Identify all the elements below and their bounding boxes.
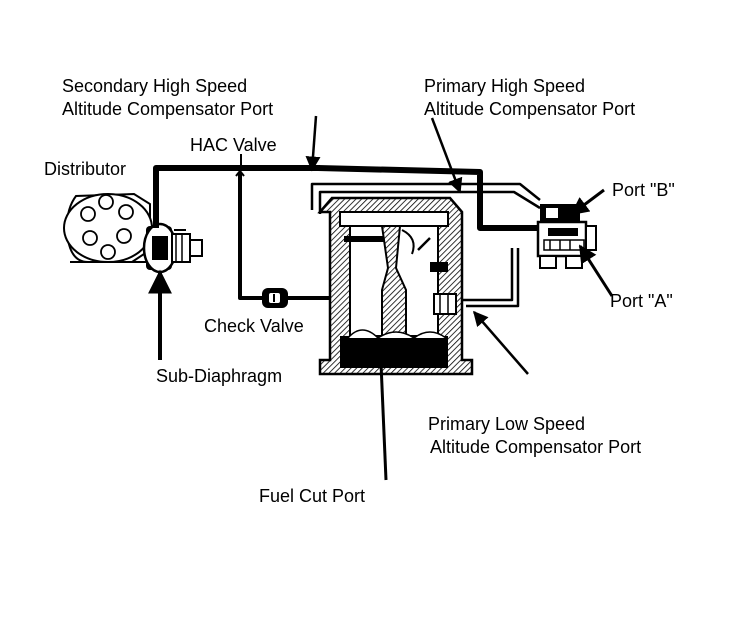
label-distributor: Distributor xyxy=(44,159,126,179)
primary-low-speed-fitting xyxy=(433,293,457,315)
label-fuel-cut-port: Fuel Cut Port xyxy=(259,486,365,506)
label-check-valve: Check Valve xyxy=(204,316,304,336)
label-primary-high-speed-2: Altitude Compensator Port xyxy=(424,99,635,119)
label-primary-high-speed-1: Primary High Speed xyxy=(424,76,585,96)
label-secondary-high-speed-1: Secondary High Speed xyxy=(62,76,247,96)
sub-diaphragm-unit xyxy=(142,222,203,274)
label-sub-diaphragm: Sub-Diaphragm xyxy=(156,366,282,386)
hac-valve-assembly xyxy=(536,204,597,269)
label-hac-valve: HAC Valve xyxy=(190,135,277,155)
carburetor-body xyxy=(317,196,474,376)
label-port-a: Port "A" xyxy=(610,291,673,311)
label-secondary-high-speed-2: Altitude Compensator Port xyxy=(62,99,273,119)
vacuum-hoses xyxy=(153,165,548,362)
hac-valve-tee xyxy=(235,165,245,177)
label-primary-low-speed-1: Primary Low Speed xyxy=(428,414,585,434)
check-valve xyxy=(262,288,288,308)
distributor-body xyxy=(63,192,153,263)
label-port-b: Port "B" xyxy=(612,180,675,200)
label-primary-low-speed-2: Altitude Compensator Port xyxy=(430,437,641,457)
leader-lines xyxy=(148,115,614,481)
